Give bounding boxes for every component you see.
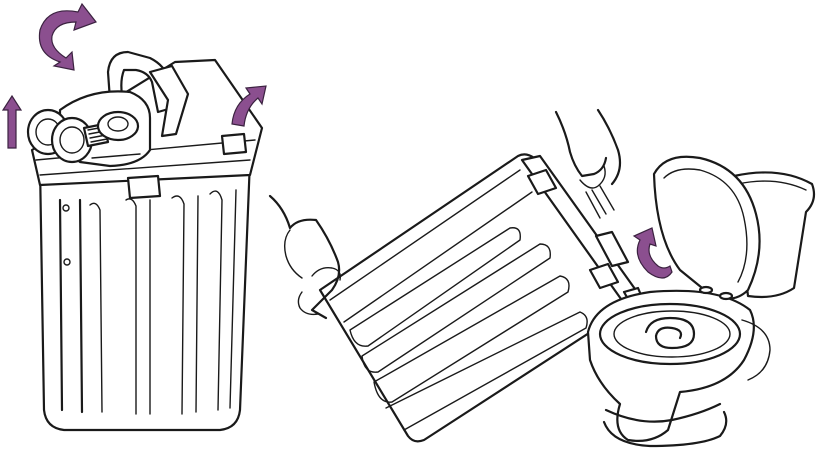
tank-drawing [28, 52, 262, 430]
lift-up-arrow [3, 96, 21, 148]
toilet-drawing [588, 157, 814, 446]
side-latch [222, 134, 246, 154]
rotate-counterclockwise-icon [39, 4, 96, 70]
pump-cap [28, 91, 150, 166]
front-latch [128, 176, 160, 198]
unscrew-cap-arrow [39, 4, 96, 70]
toilet-bowl [588, 291, 754, 441]
tilted-tank-drawing [320, 154, 644, 441]
arrow-up-icon [3, 96, 21, 148]
